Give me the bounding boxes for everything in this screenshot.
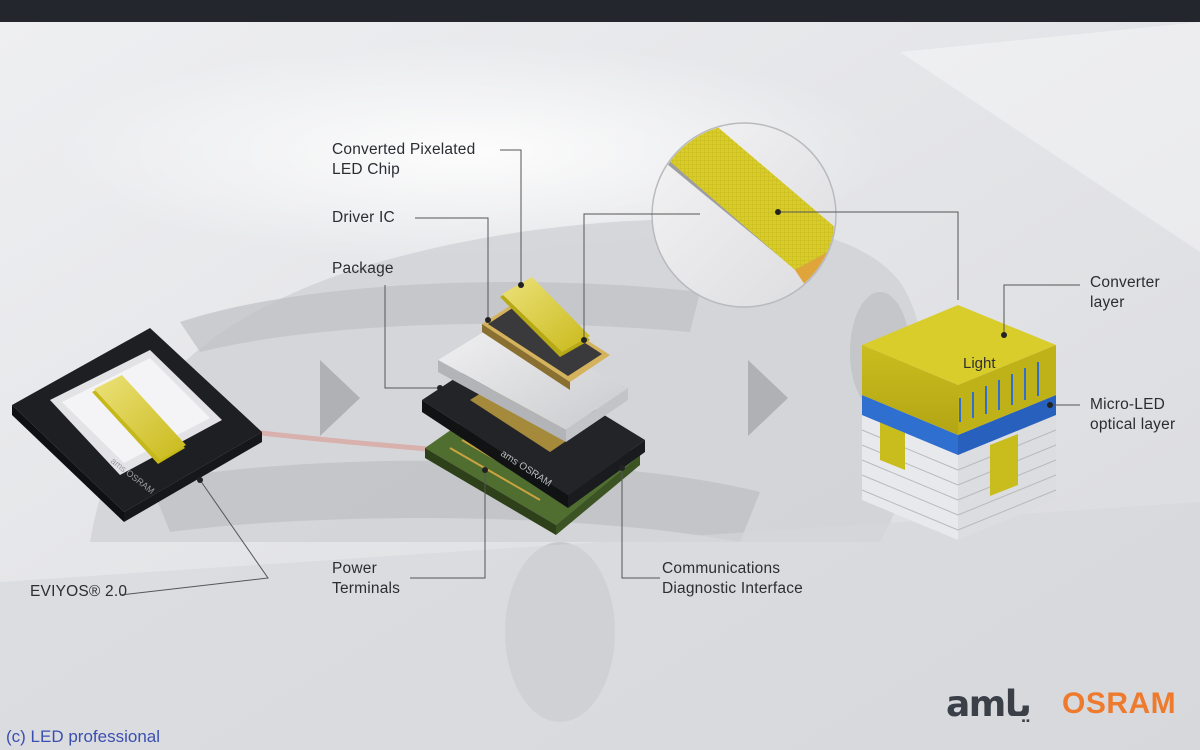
copyright-text: (c) LED professional <box>6 727 161 746</box>
arrow-right-icon <box>320 360 360 436</box>
label-package: Package <box>332 260 394 277</box>
eviyos-package: ams OSRAM <box>12 328 262 522</box>
ams-logo: amيا <box>946 684 1033 725</box>
exploded-led-stack: ams OSRAM <box>422 277 645 535</box>
label-light: Light <box>963 355 996 372</box>
label-micro-led-layer: Micro-LED optical layer <box>1090 396 1176 433</box>
leader-lines <box>119 149 1080 596</box>
label-power-terminals: Power Terminals <box>332 560 401 597</box>
label-converted-chip: Converted Pixelated LED Chip <box>332 141 476 178</box>
eviyos-led-chip <box>92 375 186 464</box>
label-driver-ic: Driver IC <box>332 209 395 226</box>
top-bar <box>0 0 1200 22</box>
leader-dots <box>197 209 1053 483</box>
label-comm-interface: Communications Diagnostic Interface <box>662 560 803 597</box>
package-layer <box>438 322 628 442</box>
magnifier-lens <box>651 122 837 308</box>
label-converter-layer: Converter layer <box>1090 274 1160 311</box>
label-eviyos: EVIYOS® 2.0 <box>30 583 128 600</box>
converted-chip-layer <box>500 277 590 357</box>
micro-led-cube <box>861 305 1057 540</box>
arrow-right-icon <box>748 360 788 436</box>
osram-logo: OSRAM <box>1062 687 1177 720</box>
